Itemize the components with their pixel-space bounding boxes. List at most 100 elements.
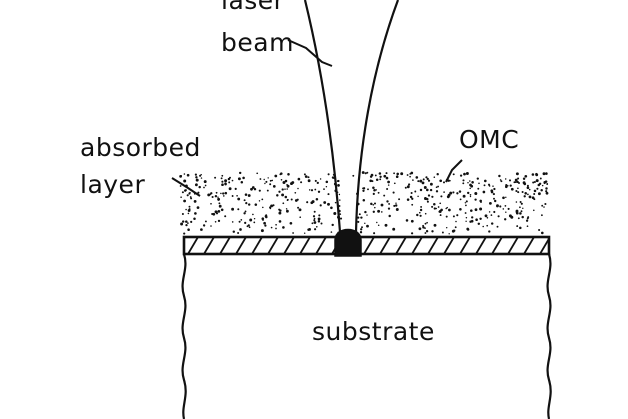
omc-dot: [406, 185, 410, 189]
omc-dot: [405, 219, 409, 222]
omc-dot: [367, 188, 369, 191]
omc-dot: [236, 194, 238, 197]
omc-dot: [306, 201, 309, 204]
omc-dot: [280, 179, 283, 181]
omc-dot: [483, 179, 487, 183]
omc-dot: [469, 187, 471, 190]
omc-dot: [500, 180, 503, 183]
omc-dot: [262, 206, 264, 209]
omc-dot: [478, 182, 480, 185]
omc-dot: [467, 191, 470, 195]
beam-label: beam: [221, 28, 294, 57]
omc-dot: [261, 217, 265, 221]
omc-dot: [465, 217, 468, 219]
omc-dot: [490, 189, 494, 193]
omc-dot: [452, 191, 455, 194]
omc-dot: [278, 211, 282, 215]
omc-dot: [315, 198, 319, 201]
omc-dot: [499, 179, 502, 181]
omc-dot: [222, 192, 225, 195]
omc-dot: [396, 172, 399, 176]
omc-dot: [531, 173, 535, 176]
omc-dot: [194, 173, 197, 176]
omc-dot: [421, 181, 425, 185]
omc-dot: [488, 211, 491, 213]
omc-dot: [244, 221, 247, 225]
omc-dot: [307, 228, 310, 232]
omc-dot: [239, 228, 242, 231]
omc-dot: [227, 177, 231, 181]
substrate-label: substrate: [312, 317, 435, 346]
omc-dot: [297, 187, 299, 190]
omc-dot: [323, 201, 327, 204]
laser-beam-left-edge: [303, 0, 342, 233]
omc-dot: [486, 224, 489, 227]
omc-dot: [404, 186, 407, 189]
omc-dot: [417, 180, 420, 183]
omc-dot: [183, 232, 186, 235]
absorbed-label-leader: [171, 177, 201, 197]
omc-dot: [224, 183, 227, 186]
omc-dot: [392, 227, 396, 231]
omc-dot: [339, 199, 341, 201]
omc-dot: [449, 191, 453, 195]
omc-dot: [541, 184, 544, 187]
omc-dot: [310, 189, 314, 192]
omc-dot: [479, 207, 483, 211]
omc-dot: [438, 210, 442, 213]
omc-dot: [431, 205, 434, 208]
omc-dot: [479, 217, 482, 221]
omc-dot: [260, 229, 264, 233]
omc-dot: [462, 179, 465, 182]
omc-dot: [276, 194, 279, 197]
omc-dot: [417, 195, 419, 198]
omc-dot: [187, 209, 191, 212]
omc-dot: [196, 206, 200, 209]
omc-dot: [366, 171, 369, 174]
omc-dot: [243, 199, 246, 202]
omc-dot: [289, 221, 293, 225]
omc-dot: [188, 205, 191, 208]
omc-dot: [515, 189, 518, 193]
omc-dot: [544, 180, 548, 183]
omc-dot: [505, 211, 507, 213]
omc-dot: [447, 193, 451, 197]
omc-dot: [507, 184, 509, 187]
omc-dot: [517, 217, 520, 220]
omc-dot: [449, 180, 451, 182]
omc-dot: [496, 204, 499, 208]
omc-dot: [424, 197, 427, 200]
omc-dot: [527, 193, 529, 196]
omc-dot: [292, 232, 294, 234]
omc-dot: [419, 188, 423, 192]
omc-dot: [528, 188, 531, 191]
omc-dot: [248, 226, 251, 229]
omc-dot: [538, 182, 542, 185]
omc-dot: [187, 222, 189, 224]
omc-dot: [252, 213, 254, 216]
omc-dot: [258, 200, 261, 202]
omc-dot: [317, 217, 321, 221]
omc-dot: [385, 172, 388, 175]
omc-dot: [190, 197, 193, 200]
omc-dot: [334, 201, 337, 204]
omc-dot: [486, 217, 489, 219]
layer-label: layer: [80, 170, 146, 199]
omc-dot: [199, 174, 202, 177]
omc-dot: [521, 215, 524, 219]
omc-dot: [427, 194, 431, 197]
omc-dot: [393, 204, 396, 207]
deposit-bump: [334, 228, 362, 257]
omc-dot: [307, 179, 311, 183]
omc-dot: [435, 207, 438, 210]
omc-dot: [445, 215, 448, 218]
omc-dot: [182, 220, 185, 223]
omc-dot: [317, 190, 321, 193]
omc-dot: [215, 191, 218, 194]
omc-dot: [275, 227, 277, 230]
omc-dot: [253, 217, 256, 220]
omc-dot: [372, 192, 375, 196]
omc-dot: [294, 191, 297, 194]
omc-dot: [477, 187, 480, 190]
omc-dot: [180, 222, 184, 226]
